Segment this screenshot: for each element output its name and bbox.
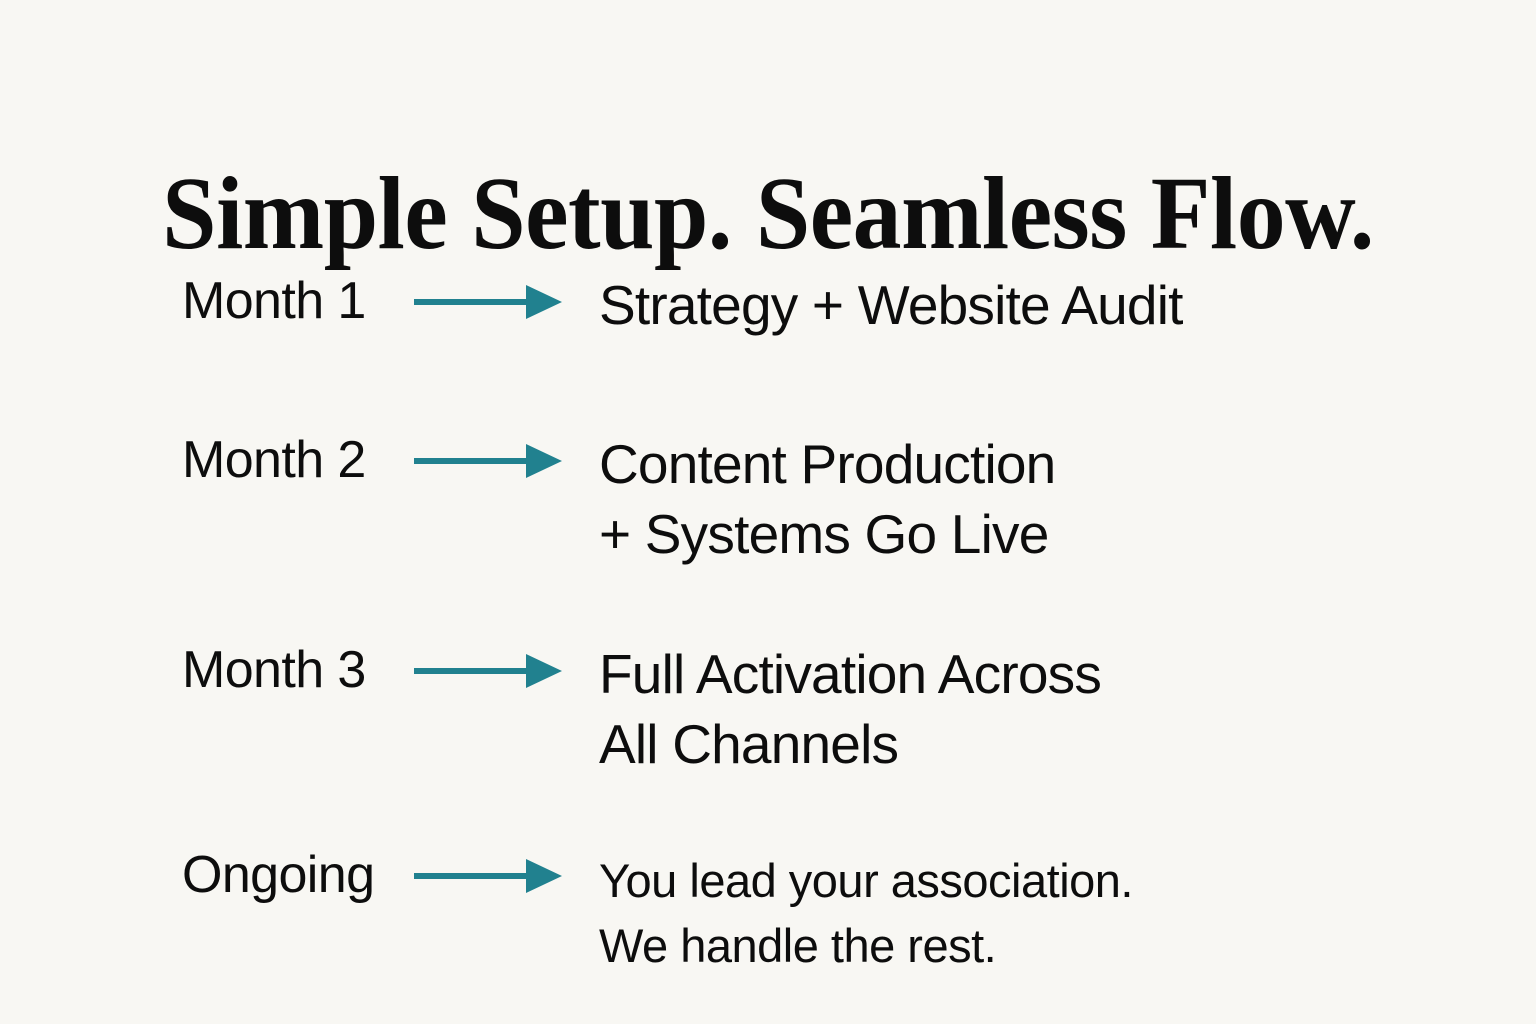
timeline-row: Month 2 Content Production + Systems Go … [182,429,1362,569]
timeline-list: Month 1 Strategy + Website Audit Month 2… [182,270,1362,978]
timeline-row-text: Strategy + Website Audit [599,274,1183,336]
arrow-right-icon [414,639,599,701]
arrow-right-icon [414,270,599,332]
timeline-row-text: Full Activation Across All Channels [599,643,1102,775]
arrow-right-icon [414,844,599,906]
timeline-row-text: Content Production + Systems Go Live [599,433,1056,565]
timeline-row-label: Month 1 [182,272,366,330]
timeline-row: Month 3 Full Activation Across All Chann… [182,639,1362,779]
page-title: Simple Setup. Seamless Flow. [162,155,1374,271]
arrow-right-icon [414,429,599,491]
timeline-row-text: You lead your association. We handle the… [599,854,1133,972]
timeline-row-label: Month 3 [182,641,366,699]
timeline-row-label: Ongoing [182,846,375,904]
timeline-row: Ongoing You lead your association. We ha… [182,844,1362,978]
timeline-row-label: Month 2 [182,431,366,489]
timeline-row: Month 1 Strategy + Website Audit [182,270,1362,340]
